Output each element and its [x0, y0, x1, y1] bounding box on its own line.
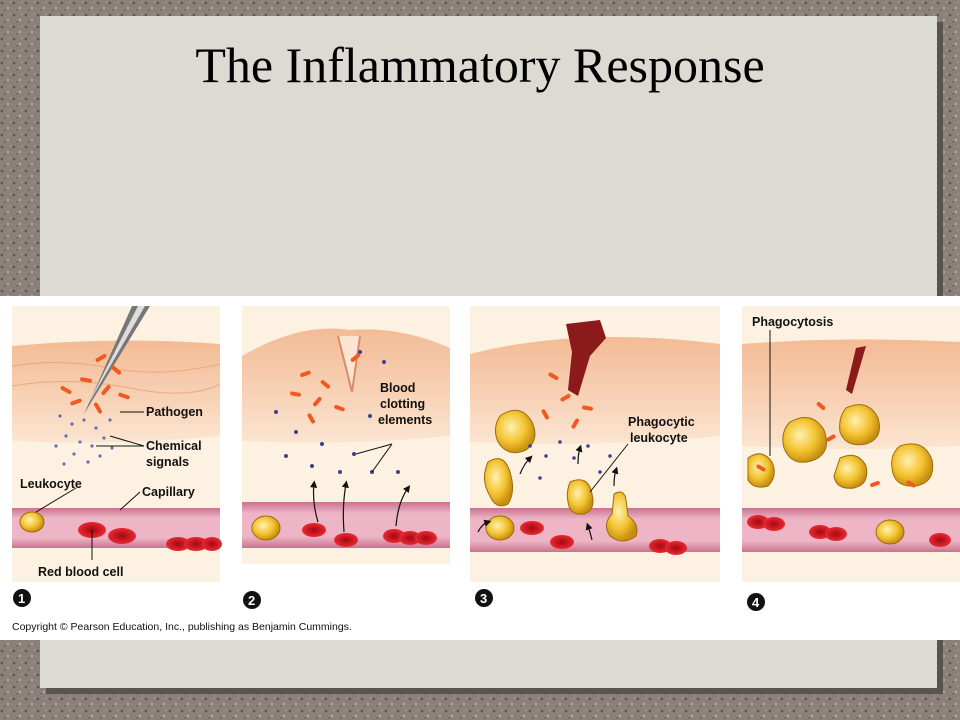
label-pathogen: Pathogen: [146, 405, 203, 419]
label-leukocyte-3: leukocyte: [630, 431, 688, 445]
panel-3-rbcs: [520, 521, 687, 555]
panel-3-signals: [528, 440, 612, 480]
panel-2: Blood clotting elements 2: [242, 306, 450, 609]
panel-4-rbcs: [747, 515, 951, 547]
red-blood-cells: [78, 522, 222, 551]
inflammation-figure: Pathogen Chemical signals Leukocyte Capi…: [0, 296, 960, 640]
slide-title: The Inflammatory Response: [195, 37, 765, 93]
panel-number-4: 4: [752, 595, 760, 610]
label-chemical-1: Chemical: [146, 439, 202, 453]
needle-icon: [84, 306, 150, 414]
label-phagocytosis: Phagocytosis: [752, 315, 833, 329]
label-capillary: Capillary: [142, 485, 195, 499]
panel-4-healing-scar: [846, 346, 866, 394]
label-red-blood-cell: Red blood cell: [38, 565, 123, 579]
copyright-notice: Copyright © Pearson Education, Inc., pub…: [12, 621, 352, 633]
panel-number-3-badge: [475, 589, 493, 607]
panel-1: Pathogen Chemical signals Leukocyte Capi…: [11, 306, 222, 607]
panel-2-leaders: [355, 443, 393, 473]
label-clotting: clotting: [380, 397, 425, 411]
panel-4-engulfed-pathogens: [756, 402, 916, 488]
label-blood: Blood: [380, 381, 415, 395]
needle-highlight: [86, 306, 145, 408]
panel-1-skin: [12, 340, 220, 443]
panel-number-4-badge: [747, 593, 765, 611]
panel-number-2-badge: [243, 591, 261, 609]
chemical-signals: [54, 414, 114, 466]
panel-4-phagocytes: [747, 404, 934, 545]
panel-number-1: 1: [18, 591, 25, 606]
panel-3-arrows: [477, 444, 619, 541]
panel-2-arrows: [310, 480, 411, 533]
panel-3-pathogens: [541, 372, 593, 429]
leukocyte-cell: [19, 511, 45, 533]
panel-3: Phagocytic leukocyte 3: [470, 306, 720, 607]
panel-2-skin: [242, 328, 450, 443]
label-elements: elements: [378, 413, 432, 427]
panel-1-leaders: [35, 411, 145, 560]
panel-number-2: 2: [248, 593, 255, 608]
label-leukocyte: Leukocyte: [20, 477, 82, 491]
panel-3-phagocytes: [484, 409, 638, 542]
pathogen-cluster: [60, 354, 130, 414]
panel-4: Phagocytosis 4: [742, 306, 960, 611]
panel-number-1-badge: [13, 589, 31, 607]
panel-number-3: 3: [480, 591, 487, 606]
panel-3-scab: [566, 320, 606, 396]
panel-2-pathogens: [290, 353, 361, 424]
panel-3-leader: [589, 443, 629, 493]
label-phagocytic: Phagocytic: [628, 415, 695, 429]
label-chemical-2: signals: [146, 455, 189, 469]
panel-3-skin: [470, 336, 720, 444]
panel-2-cells: [251, 515, 437, 547]
